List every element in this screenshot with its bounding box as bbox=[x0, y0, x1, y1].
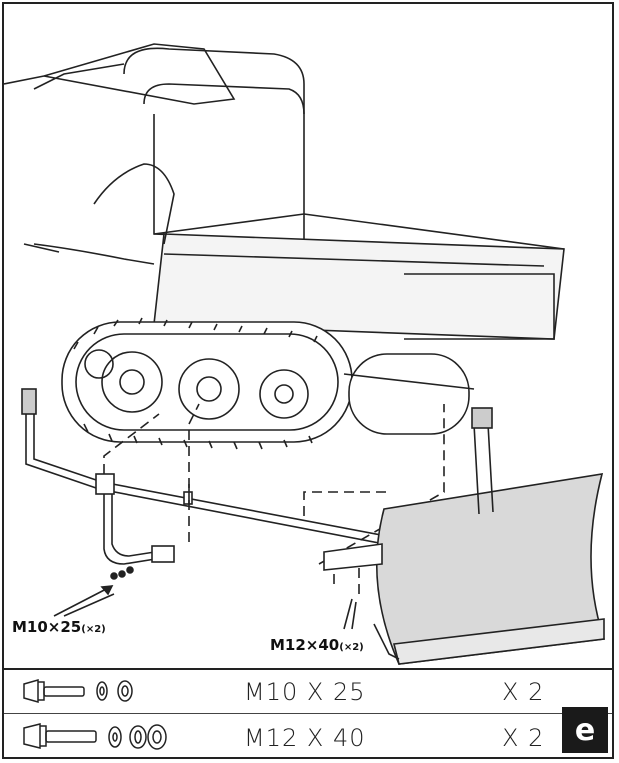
bolt-m10-icon bbox=[23, 679, 133, 703]
tracked-carrier bbox=[4, 43, 565, 450]
table-divider bbox=[4, 668, 612, 670]
alignment-lines bbox=[103, 403, 445, 594]
row-divider bbox=[4, 713, 612, 714]
part-count-1: X 2 bbox=[502, 678, 545, 706]
plow-blade bbox=[323, 407, 606, 665]
part-count-2: X 2 bbox=[502, 724, 545, 752]
step-badge: e bbox=[562, 707, 608, 753]
parts-table: M10 X 25 X 2 M12 X 40 X 2 e bbox=[4, 668, 612, 759]
callout-m10: M10×25(×2) bbox=[12, 618, 106, 636]
callout-m12: M12×40(×2) bbox=[270, 636, 364, 654]
part-spec-1: M10 X 25 bbox=[244, 678, 366, 706]
assembly-illustration bbox=[4, 43, 606, 665]
bolt-arrows bbox=[53, 585, 357, 630]
bolt-m12-icon bbox=[23, 723, 167, 750]
handle-bracket bbox=[21, 388, 387, 580]
part-spec-2: M12 X 40 bbox=[244, 724, 366, 752]
